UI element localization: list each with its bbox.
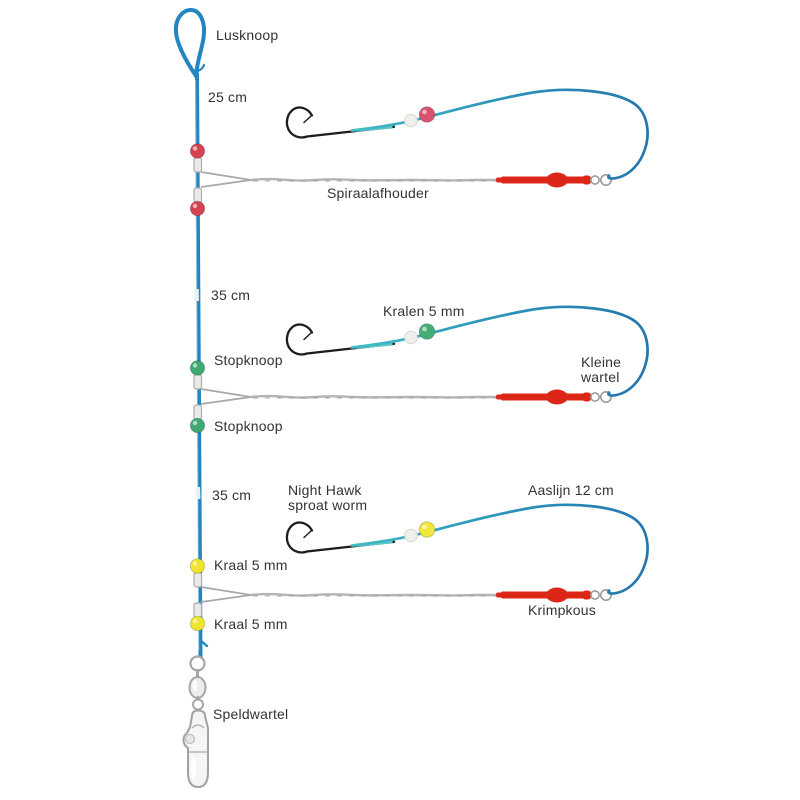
label-kraal-5mm-upper: Kraal 5 mm [214, 557, 288, 573]
label-aaslijn-12cm: Aaslijn 12 cm [528, 482, 614, 498]
snood-bead-white [404, 113, 418, 128]
bead [189, 417, 206, 434]
label-hook-brand-2: sproat worm [288, 497, 368, 513]
dropper-rig-bottom [189, 503, 650, 632]
label-length-25cm: 25 cm [208, 89, 248, 105]
snood-bead-white [404, 330, 418, 345]
dropper-rig-top [189, 88, 650, 217]
main-line [173, 8, 209, 659]
bead [189, 200, 206, 217]
label-kleine-wartel-1: Kleine [581, 354, 622, 370]
bead [189, 558, 206, 574]
snood-bead-white [404, 528, 418, 543]
dropper-rig-middle [189, 305, 650, 434]
bead [189, 360, 206, 376]
label-kralen-5mm: Kralen 5 mm [383, 303, 465, 319]
label-kraal-5mm-lower: Kraal 5 mm [214, 616, 288, 632]
label-length-35cm-mid: 35 cm [211, 287, 251, 303]
label-length-35cm-bottom: 35 cm [212, 487, 252, 503]
label-spiraalafhouder: Spiraalafhouder [327, 185, 429, 201]
end-knot [198, 638, 209, 648]
loop-twist [189, 63, 206, 73]
label-loop-knot: Lusknoop [216, 27, 279, 43]
label-kleine-wartel-2: wartel [581, 369, 620, 385]
label-stopknoop-lower: Stopknoop [214, 418, 283, 434]
snood-bead [418, 521, 436, 538]
label-stopknoop-upper: Stopknoop [214, 352, 283, 368]
label-krimpkous: Krimpkous [528, 602, 596, 618]
loop-knot [173, 8, 207, 78]
snood-bead [418, 323, 436, 340]
bead [189, 615, 206, 632]
snap-swivel [182, 655, 209, 788]
bead [189, 143, 206, 159]
snood-bead [418, 106, 436, 123]
label-speldwartel: Speldwartel [213, 706, 289, 722]
label-hook-brand-1: Night Hawk [288, 482, 362, 498]
